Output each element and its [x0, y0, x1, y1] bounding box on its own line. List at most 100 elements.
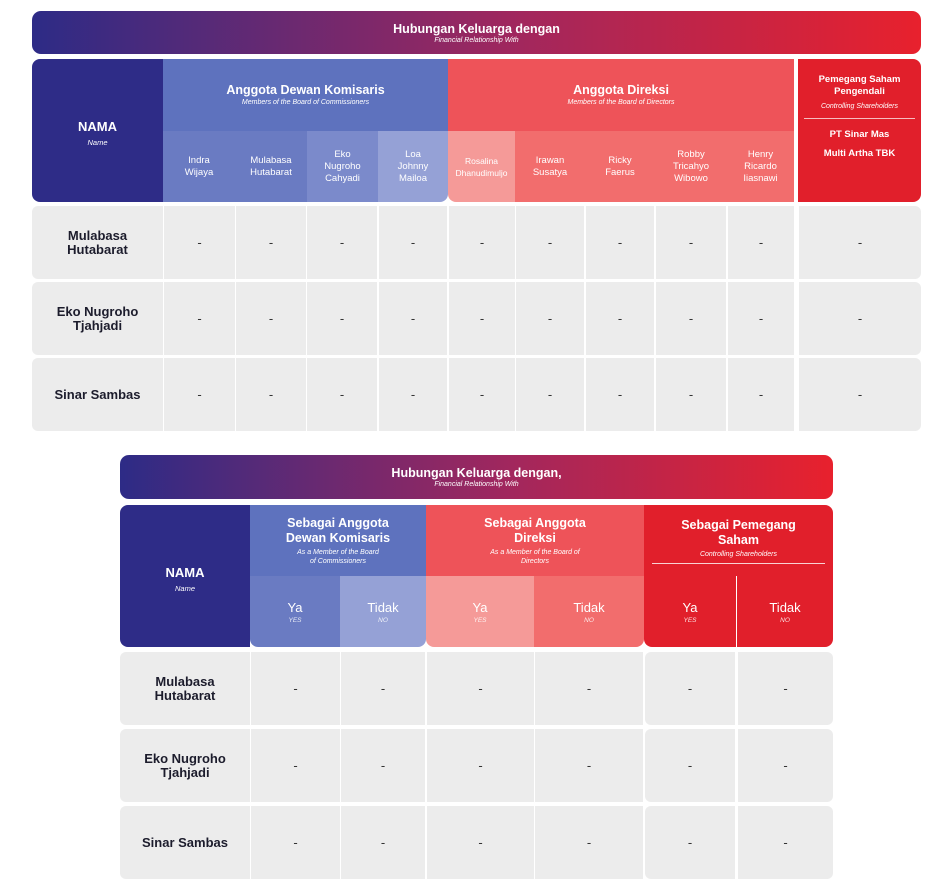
- table-cell: -: [645, 729, 735, 802]
- table-cell: -: [738, 806, 833, 879]
- row-name: Mulabasa Hutabarat: [32, 206, 163, 279]
- column-header-label: Ricky Faerus: [605, 154, 635, 178]
- row-name-label: Mulabasa Hutabarat: [154, 673, 216, 703]
- column-header: Ricky Faerus: [585, 131, 655, 202]
- table-cell: -: [586, 282, 654, 355]
- column-header-label: Henry Ricardo Iiasnawi: [743, 148, 778, 184]
- table-cell: -: [799, 282, 921, 355]
- group-subtitle: Members of the Board of Commissioners: [241, 99, 370, 106]
- table-cell: -: [728, 358, 794, 431]
- table-cell: -: [251, 652, 340, 725]
- table-cell: -: [449, 282, 515, 355]
- no-sub: NO: [780, 616, 790, 624]
- table-cell: -: [236, 206, 306, 279]
- column-header: Irawan Susatya: [515, 131, 585, 202]
- column-header-label: Robby Tricahyo Wibowo: [672, 148, 710, 184]
- group-subtitle: As a Member of the Board of Directors: [490, 548, 580, 565]
- group-header-directors: Anggota Direksi Members of the Board of …: [448, 59, 794, 131]
- no-header: Tidak NO: [340, 576, 426, 647]
- column-header: Indra Wijaya: [163, 131, 235, 202]
- yes-header: Ya YES: [250, 576, 340, 647]
- banner-subtitle: Financial Relationship With: [434, 37, 519, 44]
- no-label: Tidak: [367, 599, 399, 615]
- yes-header: Ya YES: [426, 576, 534, 647]
- table-cell: -: [656, 358, 726, 431]
- column-header-label: Irawan Susatya: [532, 154, 568, 178]
- table-cell: -: [164, 282, 235, 355]
- table-cell: -: [738, 652, 833, 725]
- group-subtitle: Controlling Shareholders: [699, 550, 778, 558]
- nama-label: NAMA: [165, 565, 205, 580]
- table-cell: -: [728, 206, 794, 279]
- table-cell: -: [656, 206, 726, 279]
- table-cell: -: [516, 358, 584, 431]
- table1-banner: Hubungan Keluarga dengan Financial Relat…: [32, 11, 921, 54]
- table-cell: -: [427, 652, 534, 725]
- shareholder-header: Pemegang Saham Pengendali Controlling Sh…: [798, 59, 921, 202]
- no-label: Tidak: [573, 599, 605, 615]
- group-header-commissioners: Sebagai Anggota Dewan Komisaris As a Mem…: [250, 505, 426, 576]
- table-cell: -: [427, 729, 534, 802]
- table-cell: -: [516, 206, 584, 279]
- banner-subtitle: Financial Relationship With: [434, 481, 519, 488]
- row-name-label: Sinar Sambas: [142, 834, 228, 850]
- table-cell: -: [535, 729, 643, 802]
- group-subtitle: As a Member of the Board of Commissioner…: [297, 548, 379, 565]
- table-cell: -: [586, 358, 654, 431]
- group-header-shareholders: Sebagai Pemegang Saham Controlling Share…: [644, 505, 833, 576]
- table-cell: -: [379, 282, 447, 355]
- shareholder-entity: PT Sinar Mas Multi Artha TBK: [823, 129, 896, 159]
- column-header: Henry Ricardo Iiasnawi: [727, 131, 794, 202]
- group-title: Sebagai Anggota Dewan Komisaris: [285, 515, 391, 545]
- table-cell: -: [341, 652, 425, 725]
- table-cell: -: [307, 358, 377, 431]
- table2-banner: Hubungan Keluarga dengan, Financial Rela…: [120, 455, 833, 499]
- table-cell: -: [341, 806, 425, 879]
- group-title: Anggota Dewan Komisaris: [226, 83, 385, 97]
- table-cell: -: [656, 282, 726, 355]
- row-name-label: Eko Nugroho Tjahjadi: [56, 303, 139, 333]
- nama-header: NAMA Name: [120, 505, 250, 647]
- group-title: Anggota Direksi: [573, 83, 669, 97]
- table-cell: -: [236, 282, 306, 355]
- nama-label: NAMA: [78, 119, 117, 134]
- table-cell: -: [379, 206, 447, 279]
- table-cell: -: [738, 729, 833, 802]
- row-name-label: Mulabasa Hutabarat: [67, 227, 128, 257]
- shareholder-divider: [804, 118, 915, 119]
- banner-title: Hubungan Keluarga dengan,: [391, 466, 562, 480]
- column-header: Mulabasa Hutabarat: [235, 131, 307, 202]
- group-subtitle: Members of the Board of Directors: [567, 99, 675, 106]
- no-label: Tidak: [769, 599, 801, 615]
- table-cell: -: [728, 282, 794, 355]
- row-name: Eko Nugroho Tjahjadi: [120, 729, 250, 802]
- group-header-commissioners: Anggota Dewan Komisaris Members of the B…: [163, 59, 448, 131]
- column-header-label: Indra Wijaya: [184, 154, 214, 178]
- table-cell: -: [236, 358, 306, 431]
- column-header: Rosalina Dhanudimuljo: [448, 131, 515, 202]
- shareholder-subtitle: Controlling Shareholders: [820, 103, 899, 110]
- banner-title: Hubungan Keluarga dengan: [393, 22, 560, 36]
- table-cell: -: [535, 806, 643, 879]
- table-cell: -: [307, 282, 377, 355]
- table-cell: -: [164, 358, 235, 431]
- group-header-directors: Sebagai Anggota Direksi As a Member of t…: [426, 505, 644, 576]
- group-title: Sebagai Pemegang Saham: [681, 517, 796, 547]
- table-cell: -: [427, 806, 534, 879]
- table-cell: -: [645, 806, 735, 879]
- yes-label: Ya: [287, 599, 303, 615]
- table-cell: -: [586, 206, 654, 279]
- header-divider: [652, 562, 825, 564]
- row-name-label: Eko Nugroho Tjahjadi: [144, 750, 226, 780]
- shareholder-title: Pemegang Saham Pengendali: [818, 74, 901, 97]
- nama-sub: Name: [174, 584, 195, 593]
- column-header: Eko Nugroho Cahyadi: [307, 131, 378, 202]
- row-name: Mulabasa Hutabarat: [120, 652, 250, 725]
- row-name: Sinar Sambas: [120, 806, 250, 879]
- column-divider: [736, 576, 737, 644]
- table-cell: -: [164, 206, 235, 279]
- no-header: Tidak NO: [534, 576, 644, 647]
- table-cell: -: [535, 652, 643, 725]
- column-header-label: Mulabasa Hutabarat: [250, 154, 292, 178]
- column-header-label: Loa Johnny Mailoa: [397, 148, 429, 184]
